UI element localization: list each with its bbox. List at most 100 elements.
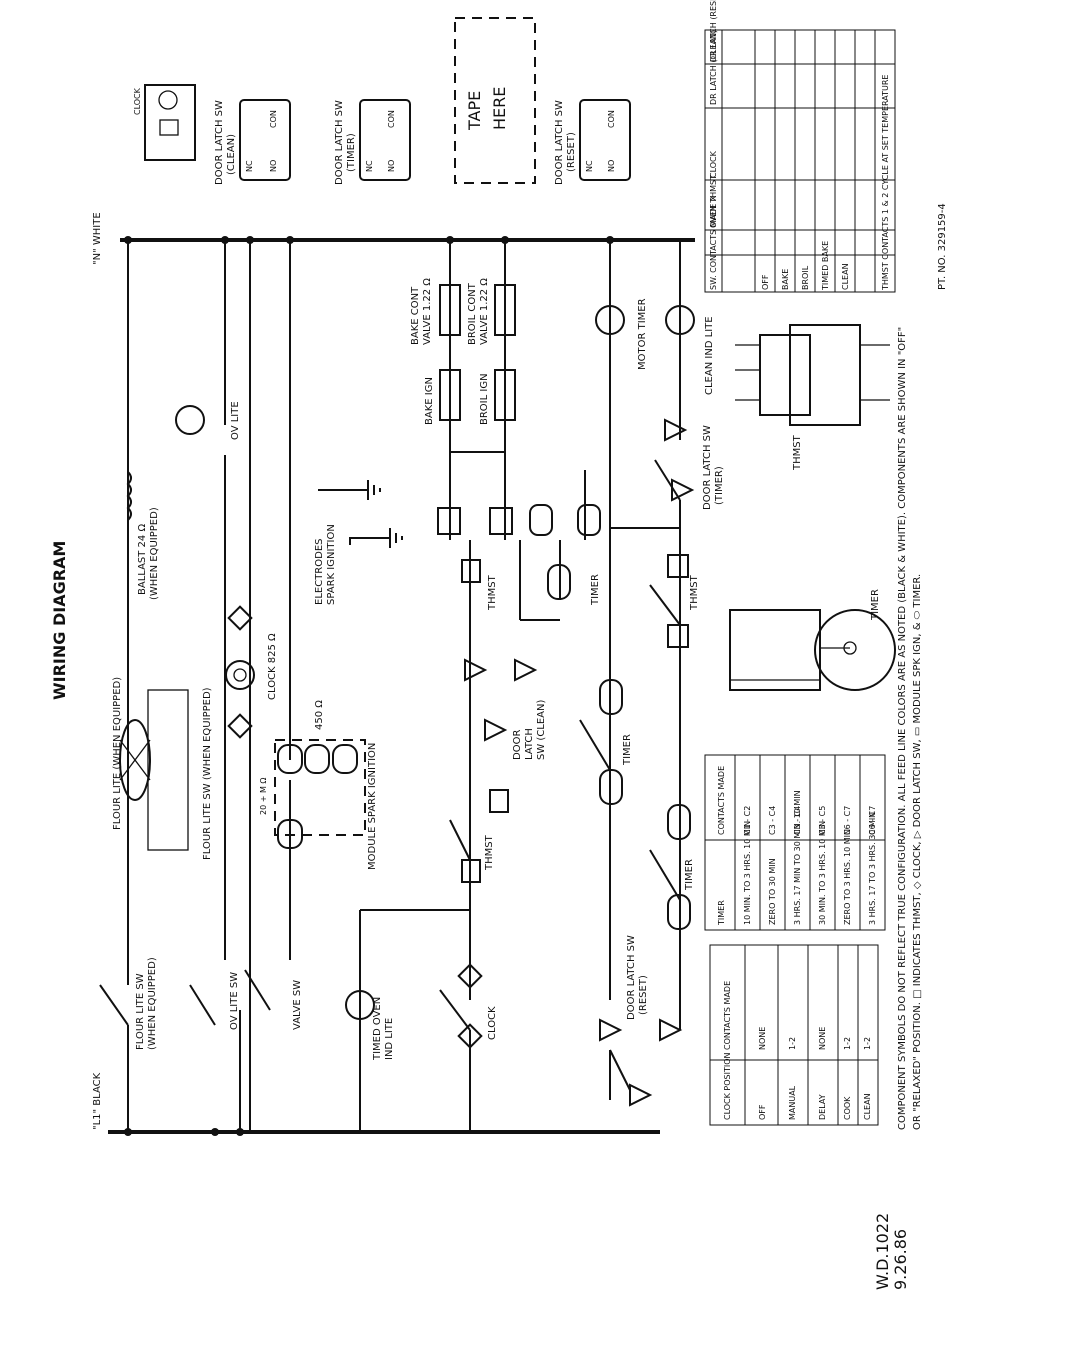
clock-table — [709, 944, 879, 1126]
table-cell: C3 - C4 — [793, 806, 802, 835]
label-door-latch-clean-1: DOOR — [512, 730, 523, 760]
label-ov-lite-sw: OV LITE SW — [229, 972, 240, 1030]
label-door-latch-clean-2: LATCH — [524, 728, 535, 760]
diagram-title: WIRING DIAGRAM — [50, 541, 69, 700]
timer-table — [704, 754, 886, 931]
table-cell: 1-2 — [788, 1037, 797, 1050]
ground-icon — [318, 480, 381, 500]
table-cell: MANUAL — [788, 1085, 797, 1120]
sw-clean-label-2: (CLEAN) — [226, 134, 237, 175]
door-latch-sw-clean: NO NC CON DOOR LATCH SW (CLEAN) — [214, 99, 291, 185]
table-cell: C6 - C7 — [843, 806, 852, 835]
clock-contact-icon — [227, 605, 253, 631]
table-cell: CLEAN — [841, 263, 850, 290]
table-cell: OFF — [758, 1104, 767, 1120]
clock-box: CLOCK — [133, 84, 196, 161]
table-cell: COOK — [843, 1096, 852, 1120]
door-latch-sw-reset: NO NC CON DOOR LATCH SW (RESET) — [554, 99, 631, 185]
table-header: DR LATCH (CLEAN) — [709, 30, 718, 105]
label-nc: NC — [245, 160, 254, 172]
table-header: CONTACTS MADE — [717, 766, 726, 835]
door-latch-sw-timer: NO NC CON DOOR LATCH SW (TIMER) — [334, 99, 411, 185]
bus-l1-label: "L1" BLACK — [92, 1072, 103, 1130]
label-door-latch-timer-1: DOOR LATCH SW — [702, 425, 713, 510]
clock-contact-icon — [227, 713, 253, 739]
timer-c2 — [599, 679, 623, 715]
broil-valve-icon — [494, 284, 516, 336]
terminal-9 — [667, 554, 689, 578]
terminal-br — [489, 507, 513, 535]
timed-oven-lite-icon — [345, 990, 375, 1020]
table-cell: C6 - C7 — [868, 806, 877, 835]
label-broil-cont-1: BROIL CONT — [467, 282, 478, 345]
part-number: PT. NO. 329159-4 — [937, 203, 948, 290]
table-header: SW. CONTACTS MADE X — [709, 195, 718, 290]
label-thmst-3: THMST — [689, 574, 700, 611]
table-header: TIMER — [717, 900, 726, 926]
label-clean-ind: CLEAN IND LITE — [704, 316, 715, 395]
timer-c5 — [577, 504, 601, 536]
label-ballast-1: BALLAST 24 Ω — [137, 524, 148, 595]
table-cell: NONE — [818, 1027, 827, 1050]
label-timer-3: TIMER — [684, 859, 695, 891]
label-door-latch-clean-3: SW (CLEAN) — [536, 699, 547, 760]
label-20ma: 20 + M Ω — [259, 777, 268, 815]
table-cell: 1-2 — [863, 1037, 872, 1050]
table-cell: CLEAN — [863, 1093, 872, 1120]
note-2: OR "RELAXED" POSITION. □ INDICATES THMST… — [912, 574, 923, 1130]
label-no: NO — [269, 160, 278, 172]
sw-timer-label-1: DOOR LATCH SW — [334, 100, 345, 185]
clock-motor-icon — [225, 660, 255, 690]
label-no: NO — [387, 160, 396, 172]
terminal-1 — [461, 859, 481, 883]
tape-here-box — [454, 17, 536, 184]
bake-valve-icon — [439, 284, 461, 336]
label-bake-cont-2: VALVE 1.22 Ω — [422, 278, 433, 345]
timer-component: TIMER — [729, 589, 896, 691]
drawing-number: W.D.1022 — [873, 1213, 892, 1290]
label-clock-825: CLOCK 825 Ω — [267, 633, 278, 700]
terminal-ba — [437, 507, 461, 535]
label-flour-lite: FLOUR LITE (WHEN EQUIPPED) — [112, 677, 123, 830]
label-flour-lite-sw-left-2: (WHEN EQUIPPED) — [147, 957, 158, 1050]
tape-here-2: HERE — [490, 87, 509, 130]
bake-ign-icon — [439, 369, 461, 421]
label-timed-oven-2: IND LITE — [384, 1018, 395, 1060]
table-cell: 10 MIN. TO 3 HRS. 10 MIN — [743, 821, 752, 925]
label-bake-ign: BAKE IGN — [424, 377, 435, 425]
timer-c3 — [547, 564, 571, 600]
ov-lite-icon — [175, 405, 205, 435]
label-module-spark: MODULE SPARK IGNITION — [367, 743, 378, 870]
label-bake-cont-1: BAKE CONT — [410, 286, 421, 345]
timer-c6 — [667, 894, 691, 930]
table-cell: C3 - C5 — [818, 806, 827, 835]
table-cell: C1 - C2 — [743, 806, 752, 835]
motor-timer-icon — [595, 305, 625, 335]
module-spark-box — [277, 744, 303, 774]
ballast-icon — [126, 471, 132, 521]
timer-table-text: TIMER CONTACTS MADE 10 MIN. TO 3 HRS. 10 M… — [717, 766, 877, 926]
table-cell: NONE — [758, 1027, 767, 1050]
label-nc: NC — [365, 160, 374, 172]
table-cell: 3 HRS. 17 TO 3 HRS. 30 MIN — [868, 812, 877, 925]
label-timer-1: TIMER — [590, 574, 601, 606]
table-header: OVEN THMST — [709, 175, 718, 228]
label-flour-lite-sw: FLOUR LITE SW (WHEN EQUIPPED) — [202, 687, 213, 860]
clean-ind-lite-icon — [665, 305, 695, 335]
table-cell: BAKE — [781, 269, 790, 290]
sw-timer-label-2: (TIMER) — [346, 133, 357, 172]
label-ballast-2: (WHEN EQUIPPED) — [149, 507, 160, 600]
label-nc: NC — [585, 160, 594, 172]
table-header: DR LATCH (RESET) — [709, 0, 718, 62]
timer-c7 — [667, 804, 691, 840]
flour-lite-icon — [119, 719, 151, 801]
label-clock: CLOCK — [487, 1006, 498, 1040]
timer-c4 — [529, 504, 553, 536]
label-thmst-2: THMST — [487, 574, 498, 611]
label-timed-oven-1: TIMED OVEN — [372, 997, 383, 1061]
bus-n-label: "N" WHITE — [92, 212, 103, 265]
table-cell: ZERO TO 3 HRS. 10 MIN — [843, 829, 852, 925]
